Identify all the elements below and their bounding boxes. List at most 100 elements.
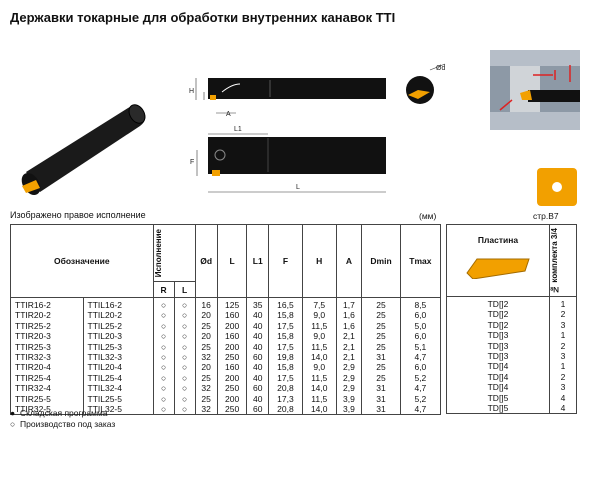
cell-cl: ○ bbox=[173, 383, 196, 394]
col-tmax: Tmax bbox=[399, 224, 442, 298]
cell-tmax: 5,2 bbox=[399, 372, 442, 384]
cell-plate: TD[]3 bbox=[446, 351, 550, 362]
dim-a-label: A bbox=[226, 111, 231, 118]
cell-l1: 60 bbox=[246, 383, 270, 394]
cell-h: 7,5 bbox=[301, 297, 337, 311]
cell-f: 15,8 bbox=[268, 310, 303, 321]
cell-cr: ○ bbox=[152, 404, 175, 416]
cell-f: 17,3 bbox=[268, 393, 303, 405]
cell-cl: ○ bbox=[173, 320, 196, 332]
cell-d: 25 bbox=[194, 341, 218, 353]
cell-d: 32 bbox=[194, 352, 218, 363]
cell-cr: ○ bbox=[152, 352, 175, 363]
col-plate: Пластина bbox=[477, 235, 519, 245]
cell-tmax: 6,0 bbox=[399, 362, 442, 373]
cell-dmin: 31 bbox=[361, 404, 401, 416]
cell-l1: 60 bbox=[246, 352, 270, 363]
cell-tmax: 8,5 bbox=[399, 297, 442, 311]
cell-d: 20 bbox=[194, 331, 218, 342]
col-h: H bbox=[301, 224, 337, 298]
cell-dmin: 25 bbox=[361, 297, 401, 311]
cell-a: 2,9 bbox=[335, 383, 363, 394]
cell-plate: TD[]3 bbox=[446, 340, 550, 352]
cell-plate: TD[]2 bbox=[446, 309, 550, 320]
col-execution: Исполнение bbox=[153, 228, 163, 278]
cell-dmin: 25 bbox=[361, 331, 401, 342]
cell-cr: ○ bbox=[152, 341, 175, 353]
col-a: A bbox=[335, 224, 363, 298]
cell-plate: TD[]2 bbox=[446, 296, 550, 310]
cell-l: 250 bbox=[216, 383, 248, 394]
cell-plate: TD[]4 bbox=[446, 361, 550, 372]
insert-icon bbox=[537, 168, 577, 206]
cell-tmax: 4,7 bbox=[399, 352, 442, 363]
cell-d: 32 bbox=[194, 404, 218, 416]
cell-l: 160 bbox=[216, 310, 248, 321]
cell-r: TTIR25-5 bbox=[10, 393, 84, 405]
col-f: F bbox=[268, 224, 303, 298]
cell-cr: ○ bbox=[152, 362, 175, 373]
cell-kit: 4 bbox=[549, 392, 577, 404]
cell-cl: ○ bbox=[173, 372, 196, 384]
cell-l: TTIL25-3 bbox=[82, 341, 154, 353]
cell-cl: ○ bbox=[173, 352, 196, 363]
cell-l: 160 bbox=[216, 331, 248, 342]
col-r: R bbox=[152, 281, 175, 298]
legend: ●Складская программа ○Производство под з… bbox=[10, 408, 115, 430]
cell-tmax: 5,2 bbox=[399, 393, 442, 405]
cell-cl: ○ bbox=[173, 393, 196, 405]
insert-top bbox=[210, 95, 216, 100]
col-l: L bbox=[216, 224, 248, 298]
cell-cr: ○ bbox=[152, 383, 175, 394]
cell-kit: 3 bbox=[549, 351, 577, 362]
cell-tmax: 6,0 bbox=[399, 331, 442, 342]
dim-l-label: L bbox=[296, 184, 300, 191]
cell-l: 200 bbox=[216, 372, 248, 384]
cell-plate: TD[]4 bbox=[446, 371, 550, 383]
cell-d: 16 bbox=[194, 297, 218, 311]
col-kit: № комплекта 3/4 bbox=[550, 227, 559, 294]
unit-label: (мм) bbox=[419, 211, 437, 221]
cell-tmax: 6,0 bbox=[399, 310, 442, 321]
cell-a: 3,9 bbox=[335, 404, 363, 416]
cell-r: TTIR16-2 bbox=[10, 297, 84, 311]
cell-kit: 3 bbox=[549, 382, 577, 393]
col-l-exec: L bbox=[173, 281, 196, 298]
cell-dmin: 25 bbox=[361, 320, 401, 332]
cell-l1: 40 bbox=[246, 320, 270, 332]
col-designation: Обозначение bbox=[10, 224, 154, 298]
cell-dmin: 25 bbox=[361, 372, 401, 384]
col-l1: L1 bbox=[246, 224, 270, 298]
cell-tmax: 4,7 bbox=[399, 404, 442, 416]
cell-dmin: 31 bbox=[361, 352, 401, 363]
cell-kit: 1 bbox=[549, 330, 577, 341]
cell-cl: ○ bbox=[173, 310, 196, 321]
cell-f: 15,8 bbox=[268, 331, 303, 342]
cell-l: TTIL32-3 bbox=[82, 352, 154, 363]
cell-d: 32 bbox=[194, 383, 218, 394]
tool-drawings: H A Ød L1 F L bbox=[21, 50, 580, 206]
cell-l: TTIL32-5 bbox=[82, 404, 154, 416]
cell-l: TTIL16-2 bbox=[82, 297, 154, 311]
cell-r: TTIR20-4 bbox=[10, 362, 84, 373]
cell-kit: 1 bbox=[549, 296, 577, 310]
cell-l: TTIL32-4 bbox=[82, 383, 154, 394]
cell-l1: 40 bbox=[246, 341, 270, 353]
cell-kit: 2 bbox=[549, 340, 577, 352]
cell-l: 250 bbox=[216, 352, 248, 363]
cell-tmax: 5,0 bbox=[399, 320, 442, 332]
cell-h: 9,0 bbox=[301, 331, 337, 342]
cell-f: 20,8 bbox=[268, 383, 303, 394]
cell-l: TTIL20-4 bbox=[82, 362, 154, 373]
